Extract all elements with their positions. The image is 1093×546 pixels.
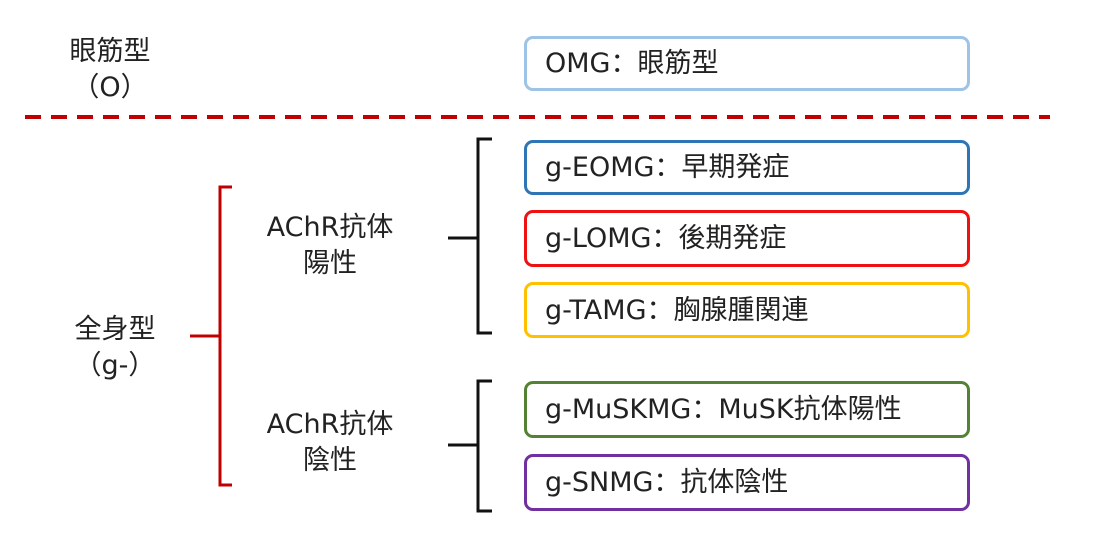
g-muskmg-box-text: g-MuSKMG：MuSK抗体陽性 [545,394,902,425]
generalized-type-code: （g-） [74,350,156,381]
g-lomg-box: g-LOMG：後期発症 [524,210,970,267]
g-tamg-box-text: g-TAMG：胸腺腫関連 [545,294,809,326]
achr-negative-label: AChR抗体 陰性 [255,407,405,479]
achr-negative-line2: 陰性 [303,445,357,476]
g-tamg-box: g-TAMG：胸腺腫関連 [524,282,970,338]
g-eomg-box-text: g-EOMG：早期発症 [545,152,790,183]
achr-positive-line2: 陽性 [303,248,357,279]
omg-box-text: OMG：眼筋型 [545,48,719,79]
g-snmg-box-text: g-SNMG：抗体陰性 [545,467,789,498]
achr-negative-bracket [448,379,492,513]
generalized-type-name: 全身型 [74,314,156,345]
g-muskmg-box: g-MuSKMG：MuSK抗体陽性 [524,381,970,438]
ocular-type-label: 眼筋型 （O） [55,34,165,106]
g-snmg-box: g-SNMG：抗体陰性 [524,454,970,511]
g-lomg-box-text: g-LOMG：後期発症 [545,223,787,254]
g-eomg-box: g-EOMG：早期発症 [524,140,970,195]
ocular-type-code: （O） [72,72,148,103]
omg-box: OMG：眼筋型 [524,36,970,91]
achr-positive-line1: AChR抗体 [266,212,394,243]
ocular-type-name: 眼筋型 [69,36,151,67]
achr-negative-line1: AChR抗体 [266,409,394,440]
generalized-bracket [190,185,232,487]
achr-positive-bracket [448,137,492,335]
achr-positive-label: AChR抗体 陽性 [255,210,405,282]
generalized-type-label: 全身型 （g-） [55,312,175,384]
